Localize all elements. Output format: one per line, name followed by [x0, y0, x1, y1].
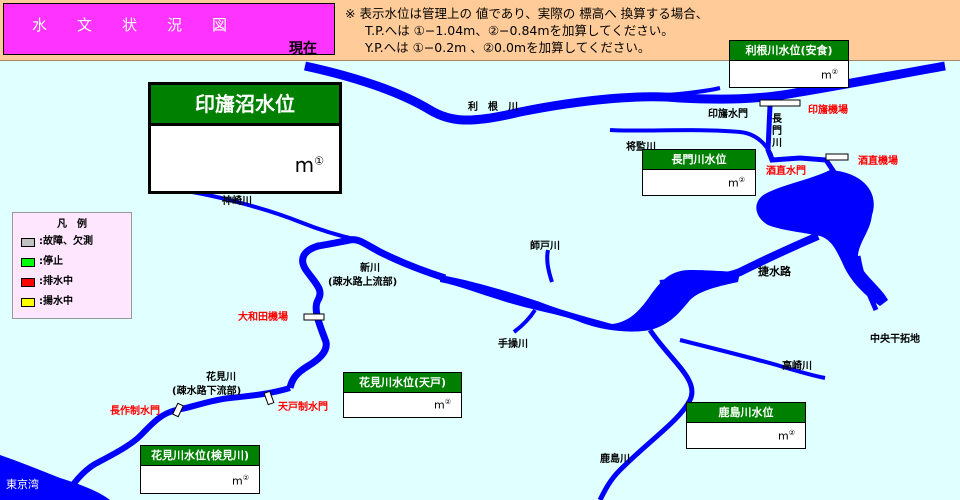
label-kanzaki-river: 神崎川 — [222, 196, 252, 207]
hanami-river-path — [69, 385, 291, 488]
station-tone-river-unit-text: m — [821, 69, 832, 82]
label-chuo-kantaku: 中央干拓地 — [870, 334, 920, 345]
station-hanami-kemigawa-unit: m② — [232, 474, 249, 488]
owada-pump-marker — [303, 313, 325, 321]
label-tekuri-river: 手操川 — [498, 339, 528, 350]
status-label: 現在 — [289, 41, 317, 57]
label-shoukan-river: 将監川 — [626, 142, 656, 153]
title-box: 水 文 状 況 図 現在 — [3, 3, 335, 57]
north-lake-link — [827, 174, 839, 187]
shin-river-path — [286, 236, 447, 389]
note-line-2: T.P.へは ①−1.04m、②−0.84mを加算してください。 — [365, 23, 674, 38]
legend-swatch-pump — [21, 298, 35, 307]
station-kashima-river-mark: ② — [788, 429, 795, 438]
legend-swatch-fault — [21, 238, 35, 247]
takasaki-river-path — [679, 338, 826, 380]
label-nagato-char-3: 川 — [772, 138, 782, 149]
station-inba-numa[interactable]: 印旛沼水位 m① — [148, 82, 342, 194]
label-amado-gate: 天戸制水門 — [278, 402, 328, 413]
station-tone-river-mark: ② — [831, 68, 838, 77]
station-inba-numa-unit: m① — [295, 153, 324, 177]
west-lake — [440, 270, 740, 332]
north-lake — [756, 170, 888, 306]
station-nagato-river-unit: m② — [728, 176, 745, 190]
station-tone-river[interactable]: 利根川水位(安食) m② — [729, 40, 849, 88]
label-takasaki-river: 高崎川 — [782, 361, 812, 372]
station-kashima-river[interactable]: 鹿島川水位 m② — [686, 402, 806, 449]
tokyo-bay — [0, 455, 110, 500]
tekuri-river-path — [512, 308, 537, 334]
station-hanami-kemigawa[interactable]: 花見川水位(検見川) m② — [140, 445, 260, 494]
station-inba-numa-unit-text: m — [294, 153, 315, 177]
station-nagato-river-title: 長門川水位 — [643, 150, 755, 170]
legend-swatch-stop — [21, 258, 35, 267]
label-inba-gate: 印旛水門 — [708, 109, 748, 120]
inba-pump-marker — [759, 99, 801, 107]
shoukan-river-path — [609, 128, 774, 159]
label-inba-pump: 印旛機場 — [808, 105, 848, 116]
label-tokyo-bay: 東京湾 — [6, 478, 39, 491]
page-title: 水 文 状 況 図 — [32, 16, 228, 34]
legend-label-fault: :故障、欠測 — [39, 236, 93, 247]
nagasaku-gate-marker — [172, 402, 184, 418]
station-nagato-river-unit-text: m — [728, 177, 739, 190]
station-hanami-amado-unit: m② — [434, 398, 451, 412]
legend-title: 凡 例 — [57, 219, 87, 230]
conversion-note: ※ 表示水位は管理上の 値であり、実際の 標高へ 換算する場合、 T.P.へは … — [345, 5, 708, 56]
kanzaki-river-path — [179, 188, 359, 242]
label-kashima-river: 鹿島川 — [600, 454, 630, 465]
tone-river-branch — [604, 86, 721, 102]
station-tone-river-unit: m② — [821, 68, 838, 82]
label-hanami-river: 花見川 — [206, 372, 236, 383]
label-shin-river-sub: (疎水路上流部) — [328, 277, 398, 288]
station-inba-numa-title: 印旛沼水位 — [151, 85, 339, 126]
label-sakai-pump: 酒直機場 — [858, 156, 898, 167]
nagato-river-path — [765, 105, 839, 177]
label-nagato-char-1: 長 — [772, 114, 782, 125]
legend-label-pump: :揚水中 — [39, 296, 73, 307]
station-hanami-amado-title: 花見川水位(天戸) — [344, 373, 461, 393]
label-sakai-gate: 酒直水門 — [766, 166, 806, 177]
label-shiido-river: 師戸川 — [530, 241, 560, 252]
station-hanami-amado[interactable]: 花見川水位(天戸) m② — [343, 372, 462, 418]
station-nagato-river-mark: ② — [738, 176, 745, 185]
legend-label-drain: :排水中 — [39, 276, 73, 287]
shiido-river-path — [545, 249, 554, 283]
label-nagato-char-2: 門 — [772, 126, 782, 137]
station-hanami-kemigawa-mark: ② — [242, 474, 249, 483]
label-tone-river: 利 根 川 — [468, 102, 518, 113]
legend-label-stop: :停止 — [39, 256, 63, 267]
amado-gate-marker — [263, 390, 275, 406]
legend: 凡 例 :故障、欠測 :停止 :排水中 :揚水中 — [12, 212, 132, 319]
station-inba-numa-mark: ① — [314, 154, 324, 168]
label-shin-river: 新川 — [360, 263, 380, 274]
label-owada-pump: 大和田機場 — [238, 312, 288, 323]
sakai-pump-marker — [825, 153, 849, 161]
chuo-channel — [855, 255, 879, 311]
kashima-river-path — [597, 328, 695, 500]
station-hanami-kemigawa-title: 花見川水位(検見川) — [141, 446, 259, 466]
label-nagasaku-gate: 長作制水門 — [110, 406, 160, 417]
station-nagato-river[interactable]: 長門川水位 m② — [642, 149, 756, 196]
label-suiro: 捷水路 — [758, 265, 791, 278]
legend-swatch-drain — [21, 278, 35, 287]
tone-river-path — [304, 61, 946, 125]
station-hanami-amado-unit-text: m — [434, 399, 445, 412]
station-tone-river-title: 利根川水位(安食) — [730, 41, 848, 61]
label-hanami-river-sub: (疎水路下流部) — [172, 386, 242, 397]
note-line-3: Y.P.へは ①−0.2m 、②0.0mを加算してください。 — [365, 40, 651, 55]
station-kashima-river-title: 鹿島川水位 — [687, 403, 805, 423]
station-hanami-kemigawa-unit-text: m — [232, 475, 243, 488]
station-kashima-river-unit-text: m — [778, 430, 789, 443]
station-kashima-river-unit: m② — [778, 429, 795, 443]
label-nagato-river: 長 門 川 — [772, 114, 782, 150]
note-line-1: ※ 表示水位は管理上の 値であり、実際の 標高へ 換算する場合、 — [345, 6, 709, 21]
station-hanami-amado-mark: ② — [444, 398, 451, 407]
